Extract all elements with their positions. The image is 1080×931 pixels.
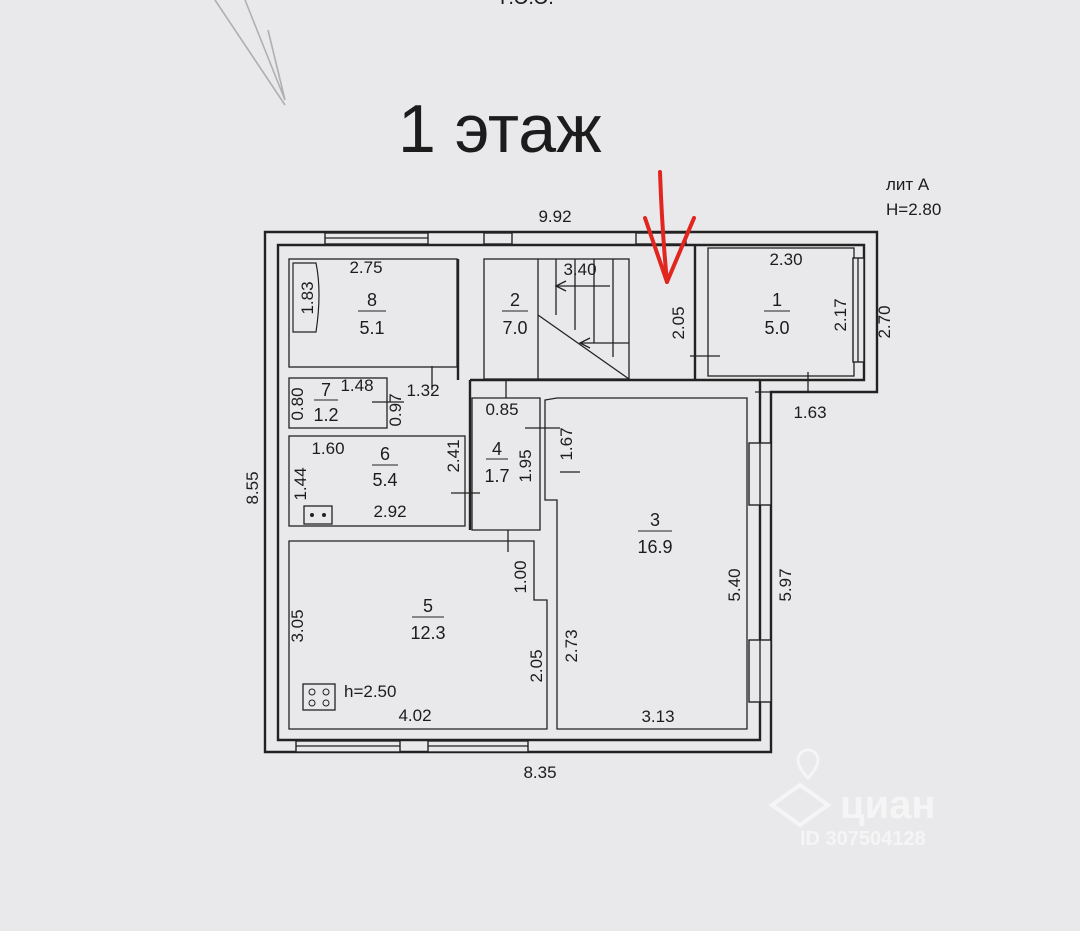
- dim-r4-height: 1.95: [516, 449, 535, 482]
- dimension-labels: 9.92 2.75 1.83 3.40 2.30 2.17 2.70 2.05 …: [243, 207, 894, 782]
- inner-walls: [288, 245, 855, 730]
- room-6-area: 5.4: [372, 470, 397, 490]
- dim-r7-side: 0.97: [386, 393, 405, 426]
- dim-r6-height: 1.44: [291, 467, 310, 500]
- page-title: 1 этаж: [398, 91, 602, 167]
- dim-right-total: 5.97: [776, 568, 795, 601]
- dim-r1-bottom: 1.63: [793, 403, 826, 422]
- watermark-id: ID 307504128: [800, 828, 926, 850]
- dim-r1-width: 2.30: [769, 250, 802, 269]
- dim-r5-right: 2.05: [527, 649, 546, 682]
- dim-r6-bottom: 2.92: [373, 502, 406, 521]
- room-labels: 8 5.1 2 7.0 1 5.0 7 1.2 6 5.4 4 1.7 3 16…: [313, 290, 790, 643]
- dim-r3-left: 1.67: [557, 427, 576, 460]
- room-8-number: 8: [367, 290, 377, 310]
- room-7-area: 1.2: [313, 405, 338, 425]
- dim-r5-height: 3.05: [288, 609, 307, 642]
- lit-height: Н=2.80: [886, 200, 941, 219]
- dim-r8-height: 1.83: [298, 281, 317, 314]
- room-4-area: 1.7: [484, 466, 509, 486]
- dim-hall-width: 1.32: [406, 381, 439, 400]
- door-marks: [372, 355, 809, 552]
- dim-r3-inner: 2.73: [562, 629, 581, 662]
- dim-r3-height: 5.40: [725, 568, 744, 601]
- room-2-number: 2: [510, 290, 520, 310]
- room-7-number: 7: [321, 380, 331, 400]
- header-top-text: Г.Э.Э.: [500, 0, 554, 9]
- red-arrow-icon: [643, 170, 696, 284]
- dim-r7-height: 0.80: [288, 387, 307, 420]
- room-3-number: 3: [650, 510, 660, 530]
- room-3-area: 16.9: [637, 537, 672, 557]
- bathtub: [292, 262, 320, 333]
- dim-r5-width: 4.02: [398, 706, 431, 725]
- dim-left-total: 8.55: [243, 471, 262, 504]
- dim-corridor-height: 2.05: [669, 306, 688, 339]
- dim-r3-width: 3.13: [641, 707, 674, 726]
- stove: [302, 683, 336, 711]
- room-8-area: 5.1: [359, 318, 384, 338]
- room-5-number: 5: [423, 596, 433, 616]
- dim-top-total: 9.92: [538, 207, 571, 226]
- room-6-number: 6: [380, 444, 390, 464]
- dim-stair: 3.40: [563, 260, 596, 279]
- dim-r8-width: 2.75: [349, 258, 382, 277]
- outer-walls: [263, 230, 879, 754]
- pencil-marks: [214, 0, 286, 106]
- staircase: [537, 259, 630, 380]
- dim-bottom-total: 8.35: [523, 763, 556, 782]
- room-4-number: 4: [492, 439, 502, 459]
- lit-label: лит А: [886, 175, 930, 194]
- room-1-number: 1: [772, 290, 782, 310]
- dim-r4-width: 0.85: [485, 400, 518, 419]
- windows: [295, 232, 865, 753]
- dim-r7-width: 1.48: [340, 376, 373, 395]
- dim-door: 1.00: [511, 560, 530, 593]
- dim-r1-height: 2.17: [831, 298, 850, 331]
- watermark-brand: циан: [840, 783, 936, 827]
- location-pin-icon: [796, 748, 820, 781]
- dim-right-upper: 2.70: [875, 305, 894, 338]
- room-5-area: 12.3: [410, 623, 445, 643]
- room-1-area: 5.0: [764, 318, 789, 338]
- dim-r5-ceiling: h=2.50: [344, 682, 396, 701]
- dim-r6-right: 2.41: [444, 439, 463, 472]
- dim-r6-width: 1.60: [311, 439, 344, 458]
- sink: [303, 505, 333, 525]
- room-2-area: 7.0: [502, 318, 527, 338]
- cian-watermark: циан ID 307504128: [768, 748, 936, 850]
